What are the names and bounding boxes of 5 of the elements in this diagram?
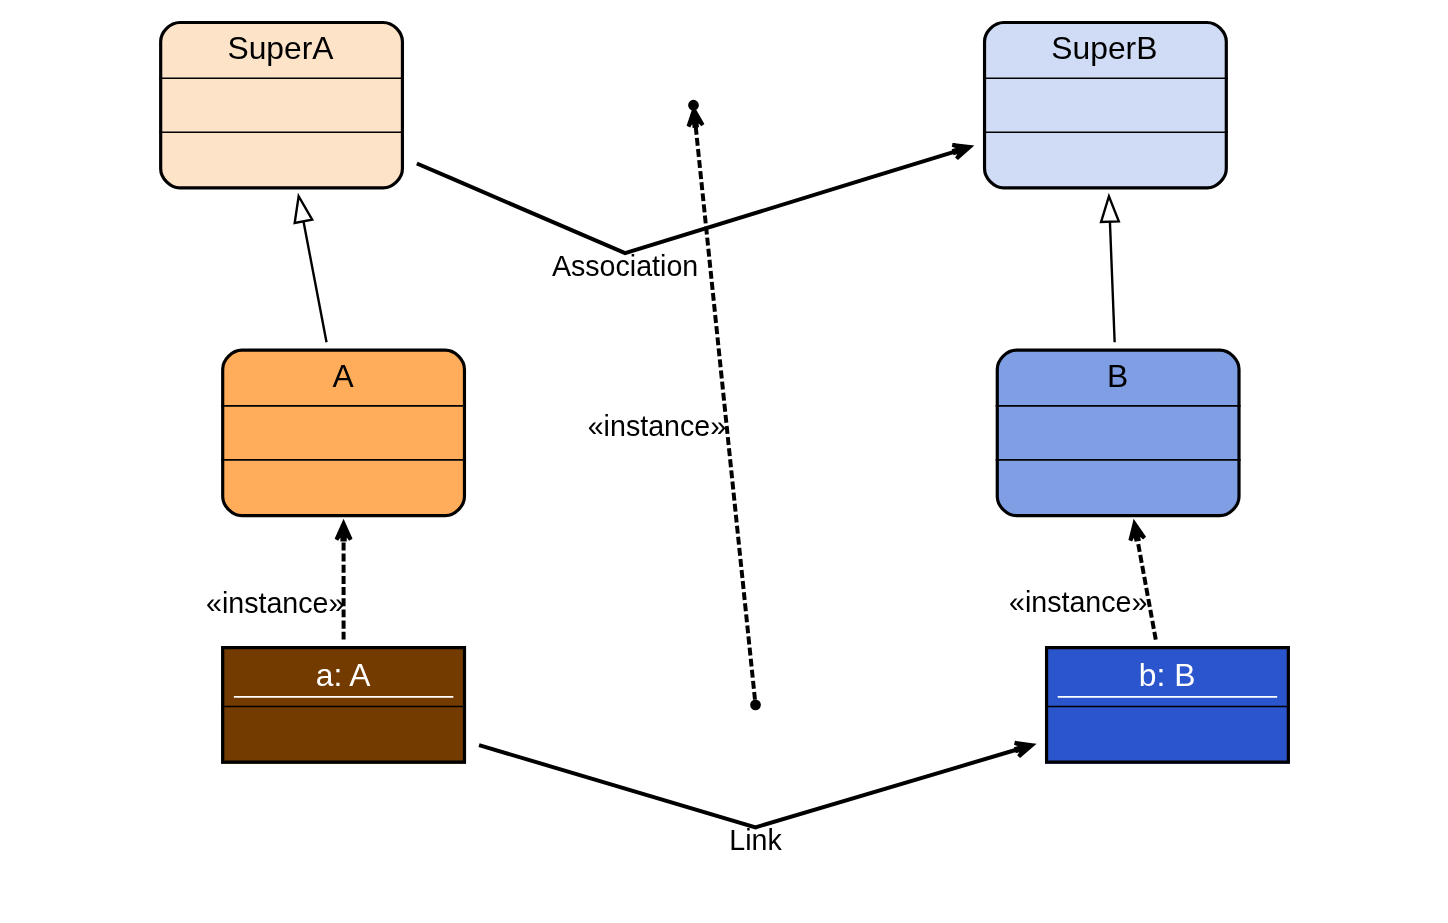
edge-label: Link <box>728 824 782 857</box>
edge-label: Association <box>551 250 698 283</box>
edge-label: «instance» <box>205 586 344 619</box>
edge-label: «instance» <box>587 409 726 442</box>
edge-label: «instance» <box>1008 586 1147 619</box>
